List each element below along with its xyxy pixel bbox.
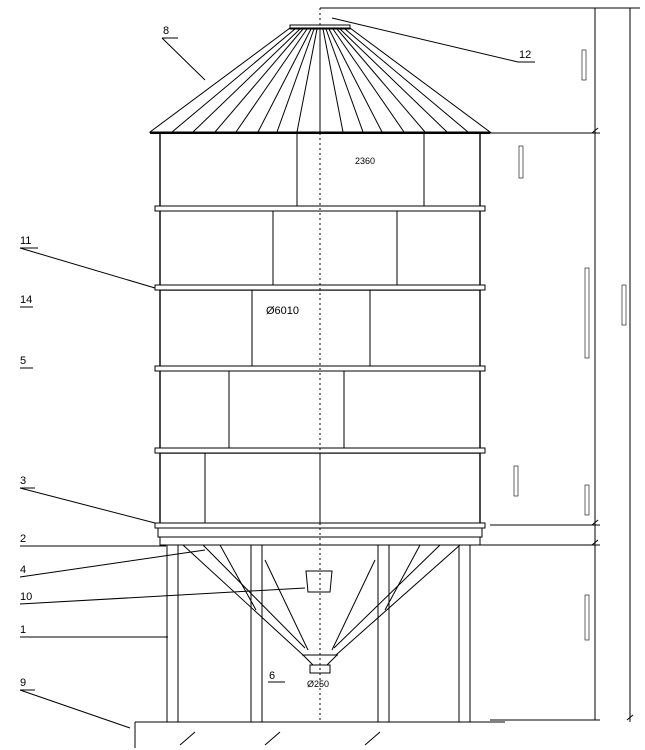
ground-slab (134, 721, 505, 748)
part-labels: 8 12 11 14 5 3 2 4 10 1 9 6 (20, 25, 531, 689)
label-14: 14 (20, 294, 32, 306)
label-6: 8 (163, 25, 169, 37)
label-8: 9 (20, 677, 26, 689)
label-5: 5 (20, 355, 26, 367)
diameter-label: Ø6010 (266, 305, 299, 317)
label-9: 10 (20, 591, 32, 603)
outlet-diameter-label: Ø250 (307, 679, 329, 689)
dimension-lines (320, 7, 640, 722)
label-10: 6 (269, 670, 275, 682)
label-11: 11 (20, 235, 31, 247)
outlet (302, 570, 338, 674)
roof-panel-width-label: 2360 (355, 156, 375, 166)
dimension-labels: 2360 Ø6010 Ø250 (266, 156, 375, 689)
leader-lines (19, 17, 535, 729)
label-1: 1 (20, 624, 26, 636)
label-12: 12 (519, 49, 531, 61)
label-4: 4 (20, 564, 26, 576)
hopper-cone (182, 544, 461, 656)
label-2: 2 (20, 533, 26, 545)
label-3: 3 (20, 475, 26, 487)
